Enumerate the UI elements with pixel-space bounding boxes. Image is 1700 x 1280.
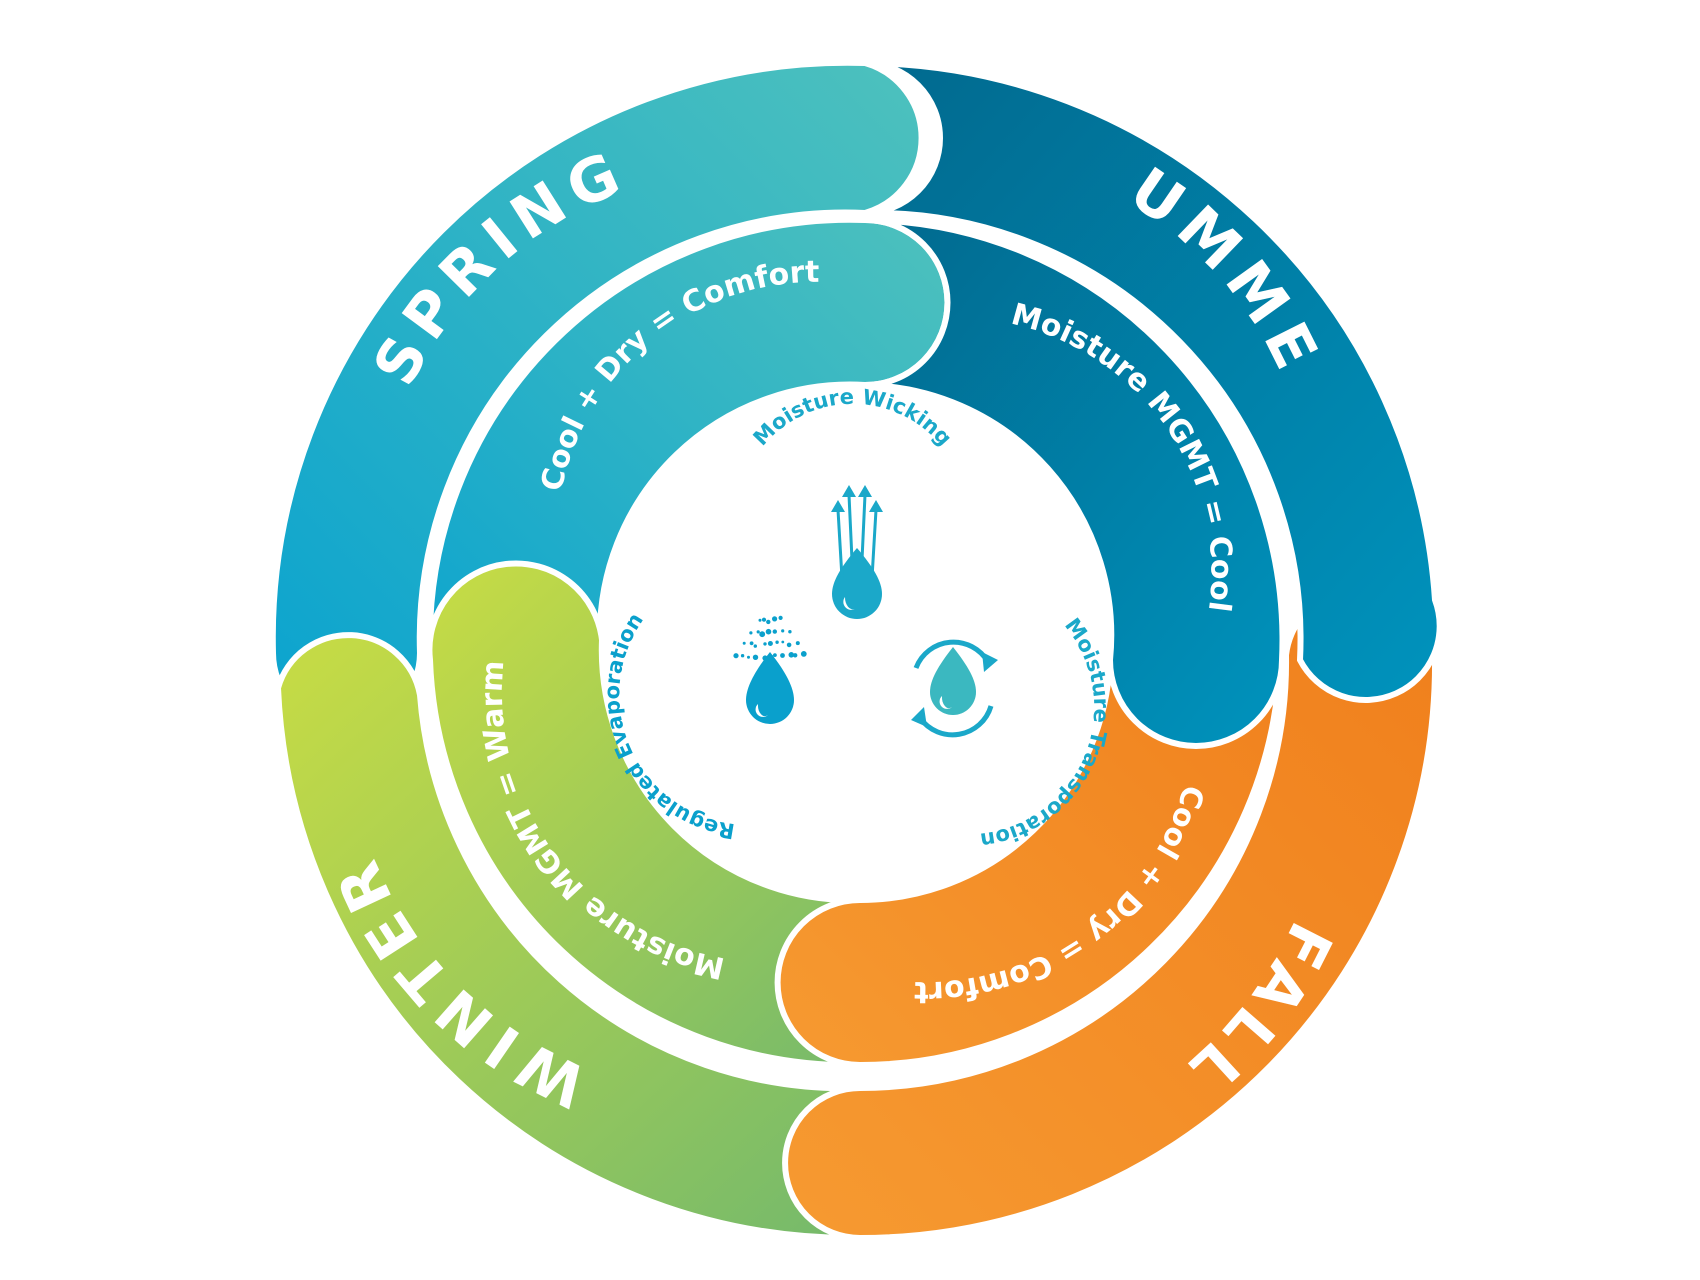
evaporation-dot [749,641,754,646]
evaporation-dot [767,641,773,646]
evaporation-dot [772,616,778,622]
evaporation-dot [765,628,772,635]
summer-outer-segment [864,60,1443,703]
evaporation-dot [759,631,766,638]
evaporation-dot [753,644,757,648]
droplet-arrows-up-icon [831,485,883,619]
evaporation-dot [786,642,792,648]
summer-inner-segment [864,217,1286,749]
evaporation-dot [781,629,785,633]
evaporation-dot [763,642,767,646]
evaporation-dot [773,653,777,657]
evaporation-dot [788,630,792,634]
evaporation-dot [742,641,746,645]
evaporation-dot [761,617,767,622]
evaporation-dot [740,654,745,658]
droplet-cycle-arrows-icon [911,639,998,738]
evaporation-dot [780,653,785,658]
evaporation-dot [778,615,783,621]
evaporation-dot [762,655,768,661]
droplet-evaporation-icon [733,615,807,724]
evaporation-dot [795,641,800,646]
center-disk [608,398,1108,898]
evaporation-dot [772,629,777,634]
evaporation-dot [781,640,785,644]
evaporation-dot [768,654,774,659]
evaporation-dot [752,654,759,660]
evaporation-dot [775,640,779,644]
evaporation-dot [733,653,739,659]
evaporation-dot [788,652,795,658]
evaporation-dot [749,631,753,635]
evaporation-dot [758,618,762,622]
evaporation-dot [747,655,750,659]
evaporation-dot [793,653,798,658]
evaporation-dot [766,619,771,625]
evaporation-dot [800,651,807,657]
evaporation-dot [756,630,760,634]
